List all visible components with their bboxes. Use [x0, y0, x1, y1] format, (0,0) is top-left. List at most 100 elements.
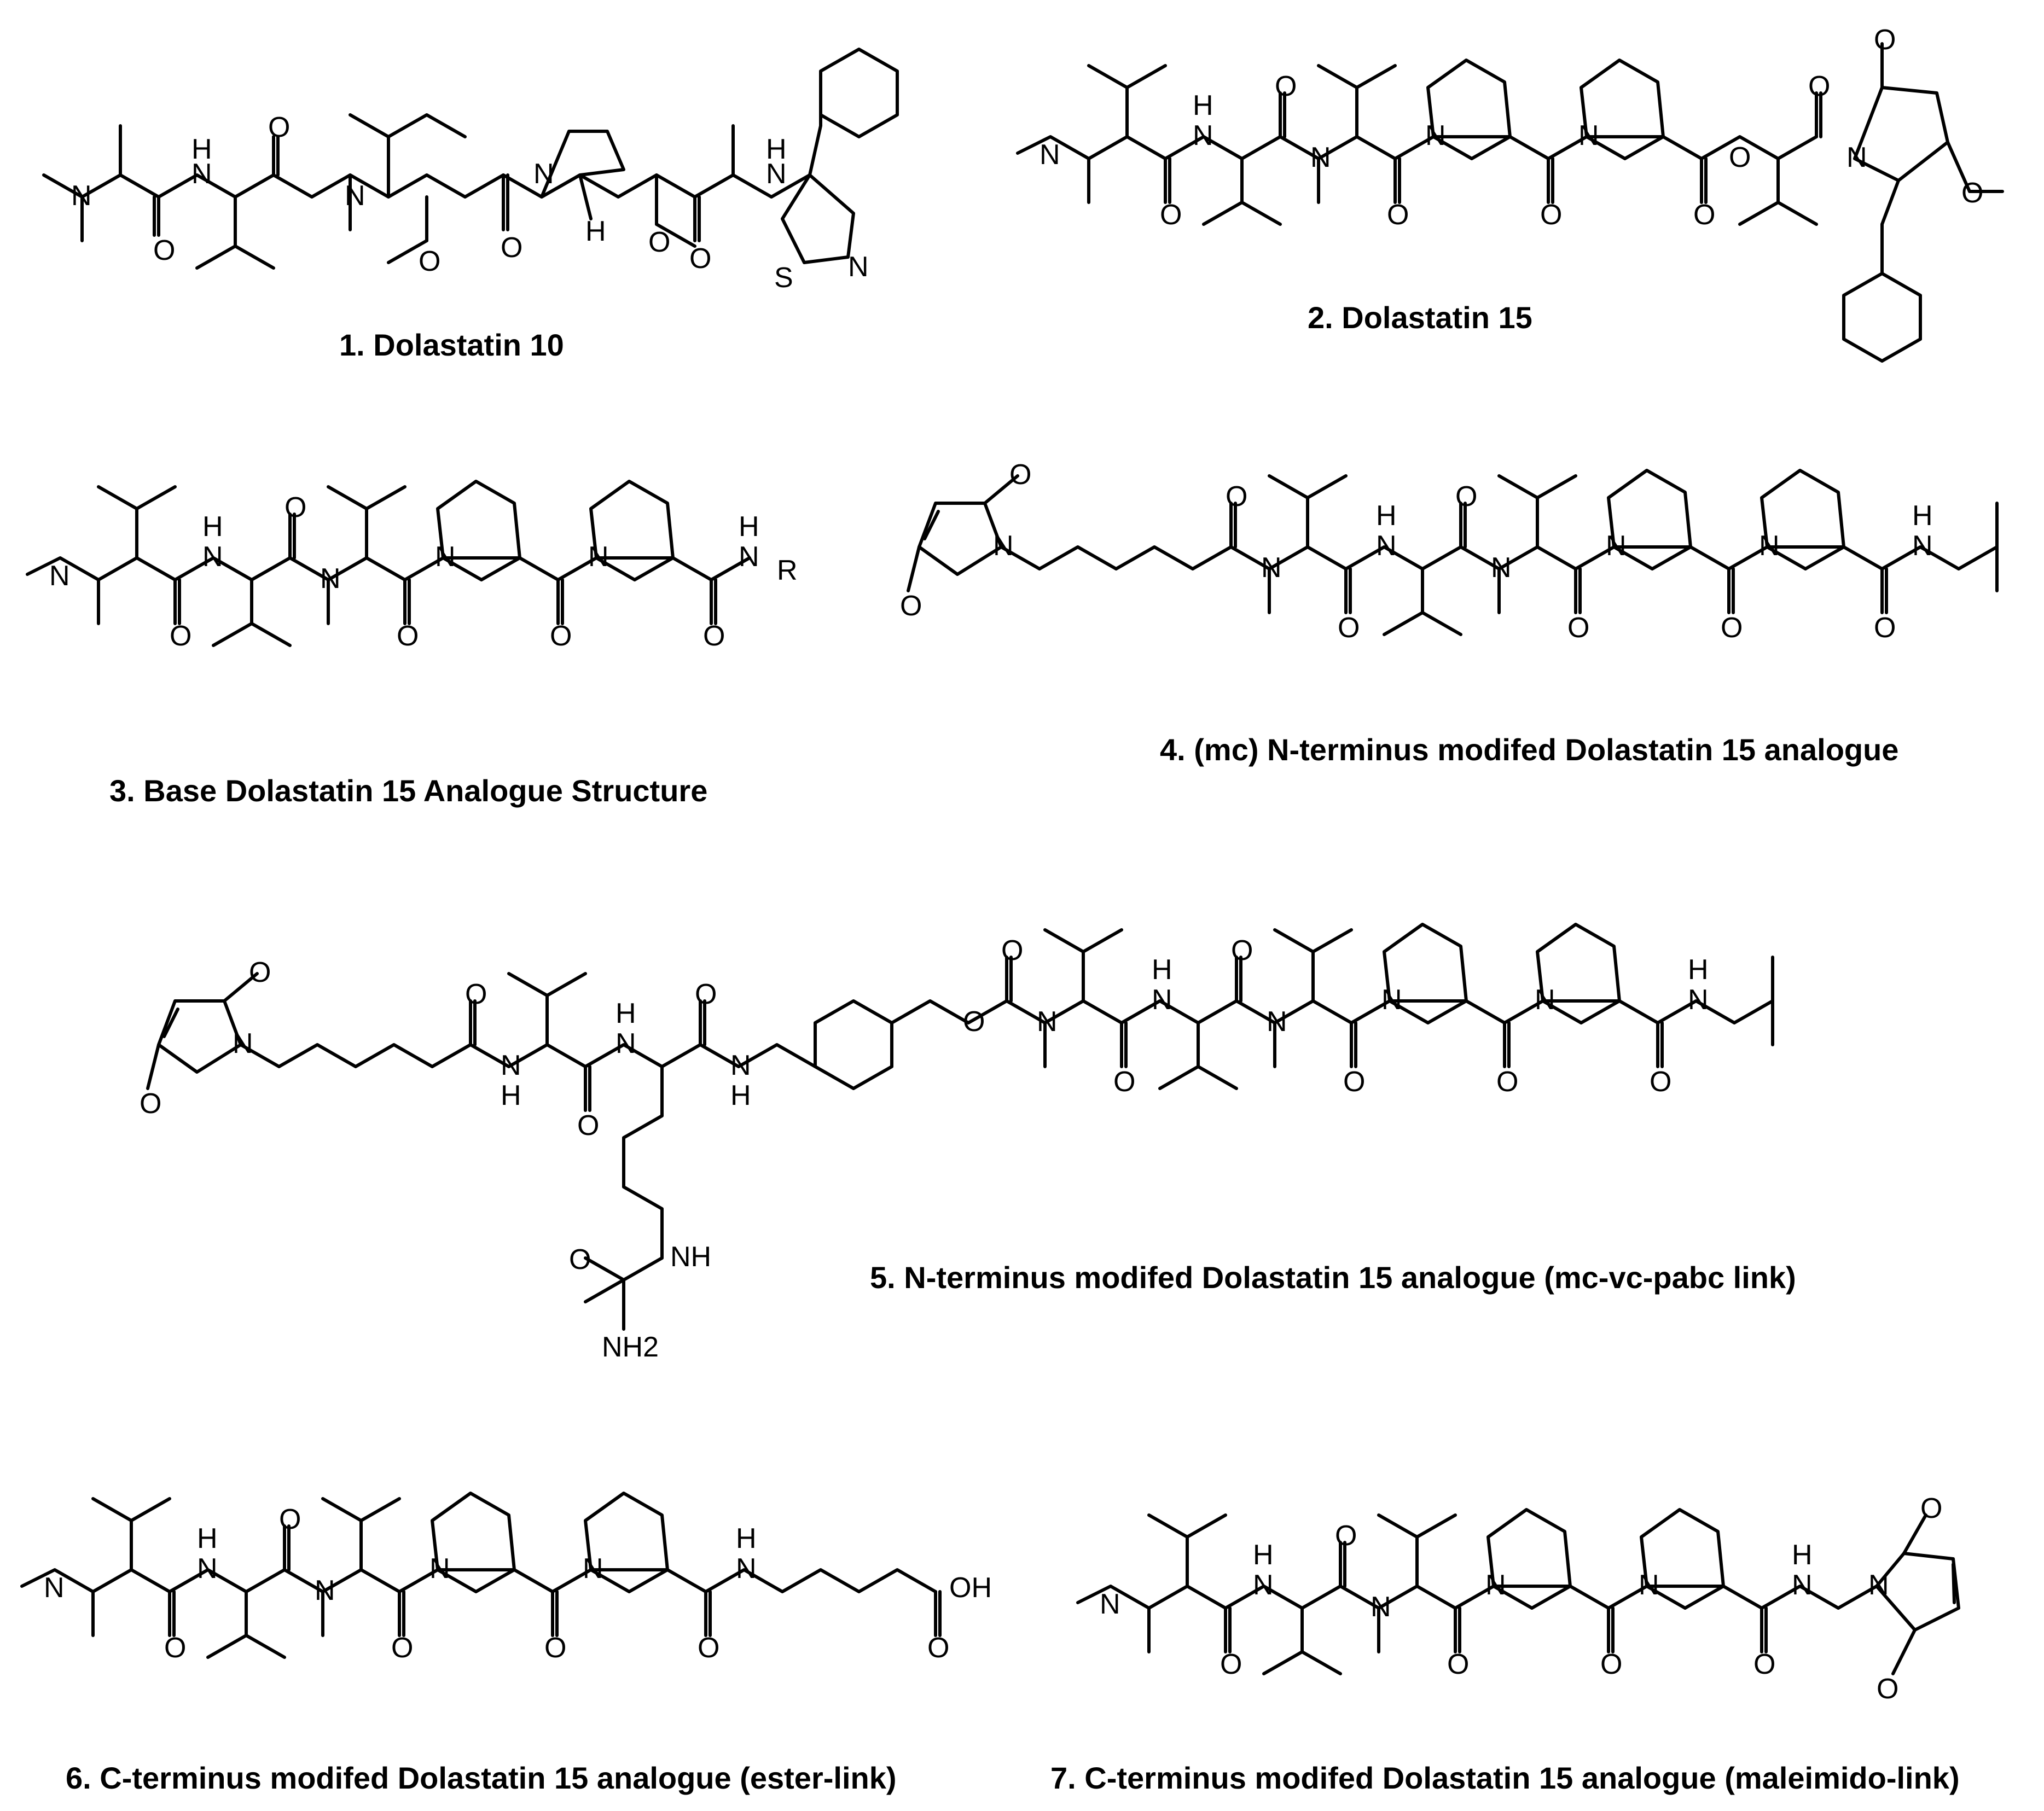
atom-label: H [1253, 1539, 1274, 1571]
structure-mc-n-terminus-analogue: O N O O N O N H O N O N O N O N H 4. (mc… [900, 459, 1999, 767]
atom-label: H [766, 133, 787, 165]
atom-label: O [927, 1632, 949, 1664]
atom-label: O [1160, 199, 1182, 231]
atom-label: H [739, 511, 759, 543]
atom-label: N [1310, 142, 1331, 173]
atom-label: N [49, 560, 70, 592]
atom-label: N [1485, 1569, 1506, 1601]
atom-label: O [544, 1632, 566, 1664]
atom-label: O [1874, 612, 1896, 644]
atom-label: O [1387, 199, 1409, 231]
atom-label: O [268, 112, 290, 143]
atom-label: N [1792, 1569, 1813, 1601]
atom-label: O [1447, 1649, 1469, 1680]
atom-label: N [1639, 1569, 1659, 1601]
atom-label: N [1535, 984, 1555, 1016]
atom-label: N [1267, 1006, 1287, 1038]
atom-label: N [435, 541, 456, 573]
atom-label: S [774, 262, 793, 294]
atom-label: O [569, 1244, 591, 1276]
atom-label: O [1693, 199, 1715, 231]
atom-label: N [848, 251, 869, 283]
atom-label: O [170, 620, 191, 652]
atom-label: N [1371, 1591, 1391, 1623]
atom-label: N [1688, 984, 1709, 1016]
atom-label: O [550, 620, 572, 652]
atom-label: H [197, 1523, 218, 1554]
atom-label: H [736, 1523, 757, 1554]
atom-label: O [1275, 71, 1297, 102]
atom-label: O [153, 235, 175, 266]
atom-label: N [615, 1028, 636, 1059]
atom-label: N [191, 158, 212, 190]
atom-label: O [279, 1504, 301, 1535]
atom-label: N [71, 180, 92, 212]
atom-label: N [1846, 142, 1867, 173]
atom-label: O [419, 246, 440, 277]
atom-label: O [397, 620, 419, 652]
structure-base-analogue: N N H O O N O N O N O N H R 3. Base Dola… [26, 480, 798, 808]
atom-label: O [1877, 1673, 1898, 1705]
atom-label: N [588, 541, 609, 573]
atom-label: O [1343, 1066, 1365, 1098]
atom-label: O [1729, 142, 1751, 173]
atom-label: O [501, 232, 522, 264]
atom-label: O [1753, 1649, 1775, 1680]
atom-label: N [1152, 984, 1172, 1016]
atom-label: N [1037, 1006, 1058, 1038]
atom-label: O [1920, 1493, 1942, 1524]
caption-1: 1. Dolastatin 10 [339, 328, 564, 362]
atom-label: O [1113, 1066, 1135, 1098]
atom-label: OH [949, 1572, 992, 1604]
atom-label: N [1425, 120, 1446, 152]
atom-label: NH [670, 1241, 711, 1273]
atom-label: O [577, 1110, 599, 1142]
atom-label: O [1009, 459, 1031, 491]
atom-label: O [249, 957, 271, 988]
atom-label: H [1792, 1539, 1813, 1571]
atom-label: N [736, 1553, 757, 1585]
atom-label: H [1688, 954, 1709, 986]
atom-label: N [1759, 530, 1780, 562]
atom-label: O [1220, 1649, 1242, 1680]
atom-label: N [739, 541, 759, 573]
atom-label: O [1650, 1066, 1671, 1098]
atom-label: N [1912, 530, 1933, 562]
atom-label: O [465, 979, 487, 1010]
atom-label: N [1193, 120, 1213, 152]
atom-label: O [900, 590, 922, 622]
atom-label: N [1040, 139, 1060, 171]
structure-dolastatin-15: N N H O O N O N O N O O O N O O 2. Dolas… [1016, 24, 2004, 363]
atom-label: O [1808, 71, 1830, 102]
atom-label: N [501, 1050, 521, 1081]
atom-label: H [1376, 500, 1397, 532]
caption-4: 4. (mc) N-terminus modifed Dolastatin 15… [1160, 732, 1898, 767]
atom-label: N [1868, 1569, 1889, 1601]
atom-label: O [695, 979, 717, 1010]
atom-label: O [140, 1088, 161, 1120]
atom-label: H [191, 133, 212, 165]
structure-ester-link-analogue: N N H O O N O N O N O N H OH O 6. C-term… [20, 1492, 992, 1795]
caption-2: 2. Dolastatin 15 [1308, 300, 1532, 335]
atom-label: O [698, 1632, 719, 1664]
atom-label: N [1261, 552, 1282, 584]
atom-label: N [315, 1575, 335, 1606]
atom-label: NH2 [602, 1331, 659, 1363]
atom-label: O [1338, 612, 1360, 644]
atom-label: O [963, 1006, 985, 1038]
atom-label: N [44, 1572, 65, 1604]
atom-label: O [1001, 935, 1023, 966]
caption-3: 3. Base Dolastatin 15 Analogue Structure [109, 773, 707, 808]
atom-label: O [689, 243, 711, 275]
atom-label: N [345, 180, 365, 212]
atom-label: N [197, 1553, 218, 1585]
atom-label: O [1874, 24, 1896, 56]
caption-5: 5. N-terminus modifed Dolastatin 15 anal… [870, 1260, 1796, 1295]
atom-label: R [777, 555, 798, 586]
atom-label: N [583, 1553, 603, 1585]
atom-label: O [703, 620, 725, 652]
atom-label: N [730, 1050, 751, 1081]
atom-label: O [1961, 177, 1983, 209]
atom-label: N [1253, 1569, 1274, 1601]
